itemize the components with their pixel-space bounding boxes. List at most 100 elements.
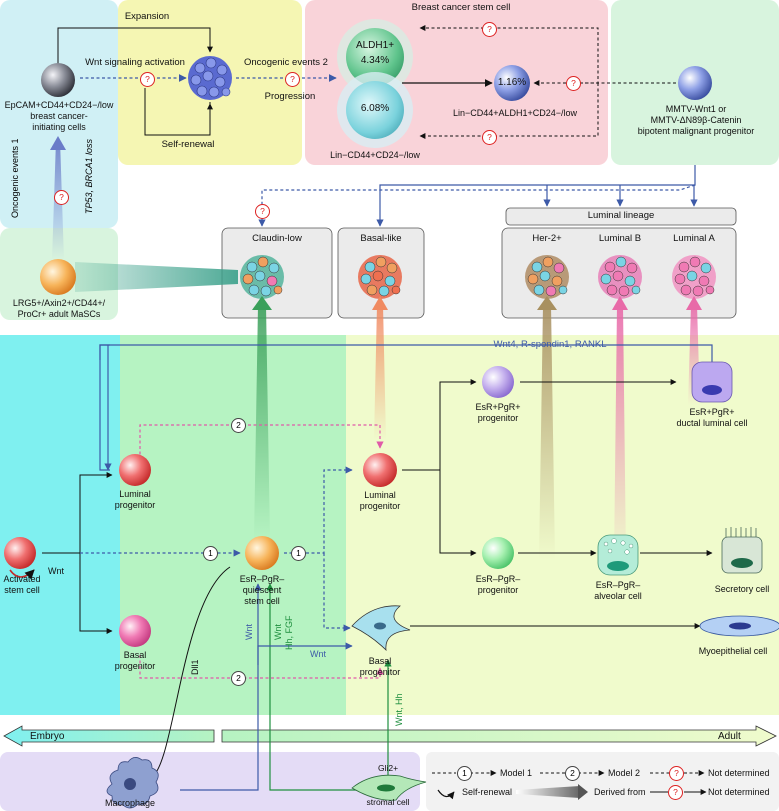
label-quiescent-1: EsR–PgR– [239, 574, 285, 584]
label-esr-pos-prog-1: EsR+PgR+ [475, 402, 521, 412]
label-activated-2: stem cell [4, 585, 40, 595]
tumor-claudin-low [240, 255, 284, 299]
label-masc-2: ProCr+ adult MaSCs [17, 309, 101, 319]
panel-cancer-initiating [0, 0, 118, 228]
label-wnt-b: Wnt [273, 623, 283, 640]
legend-model-1: Model 1 [500, 768, 533, 778]
label-epcam-1: EpCAM+CD44+CD24−/low [4, 100, 114, 110]
label-embryo: Embryo [30, 731, 65, 742]
legend-not-determined: Not determined [708, 768, 770, 778]
label-luminal-a: Luminal A [673, 233, 715, 244]
label-dll1: Dll1 [190, 659, 200, 675]
ductal-luminal-cell [691, 361, 733, 403]
legend-derived-from: Derived from [594, 787, 646, 797]
alveolar-cell [597, 534, 639, 576]
label-bcsc-title: Breast cancer stem cell [411, 2, 511, 13]
tumor-her2 [525, 255, 569, 299]
activated-stem-cell [4, 537, 36, 569]
label-claudin-low: Claudin-low [252, 233, 302, 244]
mmtv-cell [678, 66, 712, 100]
tumor-basal-like [358, 255, 402, 299]
badge-not-determined: ? [566, 76, 581, 91]
label-aldh1-percent: 4.34% [360, 55, 390, 66]
label-wnt-a: Wnt [244, 623, 254, 640]
label-basal-prog-mid-1: Basal [368, 656, 392, 666]
label-gli2-2: stromal cell [366, 797, 410, 807]
label-her2: Her-2+ [532, 233, 562, 244]
label-mmtv-2: MMTV-ΔN89β-Catenin [650, 115, 742, 125]
label-masc-1: LRG5+/Axin2+/CD44+/ [12, 298, 106, 308]
label-progression: Progression [264, 91, 316, 102]
label-wnt4-rspondin-rankl: Wnt4, R-spondin1, RANKL [493, 339, 607, 350]
label-luminal-prog-mid-2: progenitor [359, 501, 401, 511]
badge-model-1: 1 [291, 546, 306, 561]
badge-not-determined: ? [482, 22, 497, 37]
label-activated-1: Activated [3, 574, 41, 584]
label-secretory: Secretory cell [714, 584, 770, 594]
secretory-cell [721, 527, 763, 574]
epcam-cell [41, 63, 75, 97]
badge-not-determined: ? [54, 190, 69, 205]
label-mmtv-3: bipotent malignant progenitor [637, 126, 755, 136]
label-expansion: Expansion [124, 11, 170, 22]
label-esr-pos-prog-2: progenitor [477, 413, 519, 423]
tumor-luminal-a [672, 255, 716, 299]
label-wnt-c: Wnt [309, 649, 326, 659]
legend-self-renewal: Self-renewal [462, 787, 513, 797]
label-luminal-lineage: Luminal lineage [587, 210, 655, 221]
badge-model-1: 1 [203, 546, 218, 561]
label-wnt-signaling: Wnt signaling activation [85, 57, 185, 68]
label-bcsc-percent: 1.16% [497, 77, 527, 88]
badge-not-determined: ? [285, 72, 300, 87]
label-luminal-prog-left-2: progenitor [114, 500, 156, 510]
label-quiescent-2: quiescent [242, 585, 282, 595]
label-cd44-percent: 6.08% [360, 103, 390, 114]
panel-legend [426, 752, 779, 811]
basal-progenitor-mid-cell [351, 605, 411, 652]
label-ductal-2: ductal luminal cell [676, 418, 748, 428]
esr-neg-progenitor [482, 537, 514, 569]
badge-not-determined: ? [140, 72, 155, 87]
legend-model-2: Model 2 [608, 768, 641, 778]
legend-badge-not-determined-2: ? [668, 785, 683, 800]
gli2-stromal-cell [351, 774, 427, 801]
label-esr-neg-prog-2: progenitor [477, 585, 519, 595]
basal-progenitor-left [119, 615, 151, 647]
esr-pos-progenitor [482, 366, 514, 398]
macrophage-cell [106, 757, 159, 809]
label-gli2-1: Gli2+ [377, 763, 399, 773]
label-esr-neg-prog-1: EsR–PgR– [475, 574, 521, 584]
badge-model-2: 2 [231, 671, 246, 686]
quiescent-stem-cell [245, 536, 279, 570]
label-luminal-prog-left-1: Luminal [119, 489, 151, 499]
label-alveolar-1: EsR–PgR– [595, 580, 641, 590]
label-luminal-b: Luminal B [598, 233, 642, 244]
badge-model-2: 2 [231, 418, 246, 433]
legend-badge-not-determined: ? [669, 766, 684, 781]
label-wnt-self-renewal: Wnt [48, 566, 65, 576]
luminal-progenitor-mid [363, 453, 397, 487]
panel-transition-stage [120, 335, 346, 715]
label-mmtv-1: MMTV-Wnt1 or [665, 104, 727, 114]
label-myoepithelial: Myoepithelial cell [698, 646, 768, 656]
legend-not-determined-2: Not determined [708, 787, 770, 797]
tumor-luminal-b [598, 255, 642, 299]
label-oncogenic-events-1: Oncogenic events 1 [10, 138, 20, 218]
badge-not-determined: ? [482, 130, 497, 145]
myoepithelial-cell [699, 615, 779, 637]
box-luminal-lineage [505, 207, 737, 226]
label-aldh1: ALDH1+ [355, 40, 395, 51]
label-ductal-1: EsR+PgR+ [689, 407, 735, 417]
label-basal-prog-mid-2: progenitor [359, 667, 401, 677]
label-basal-prog-left-2: progenitor [114, 661, 156, 671]
tumor-cluster-expansion [188, 56, 232, 100]
label-lin-cd44: Lin−CD44+CD24−/low [330, 150, 420, 160]
label-basal-like: Basal-like [360, 233, 402, 244]
label-wnt-hh: Wnt, Hh [394, 693, 404, 726]
panel-niche [0, 752, 420, 811]
label-quiescent-3: stem cell [244, 596, 280, 606]
label-epcam-2: breast cancer- [30, 111, 88, 121]
label-oncogenic-events-2: Oncogenic events 2 [244, 57, 328, 68]
